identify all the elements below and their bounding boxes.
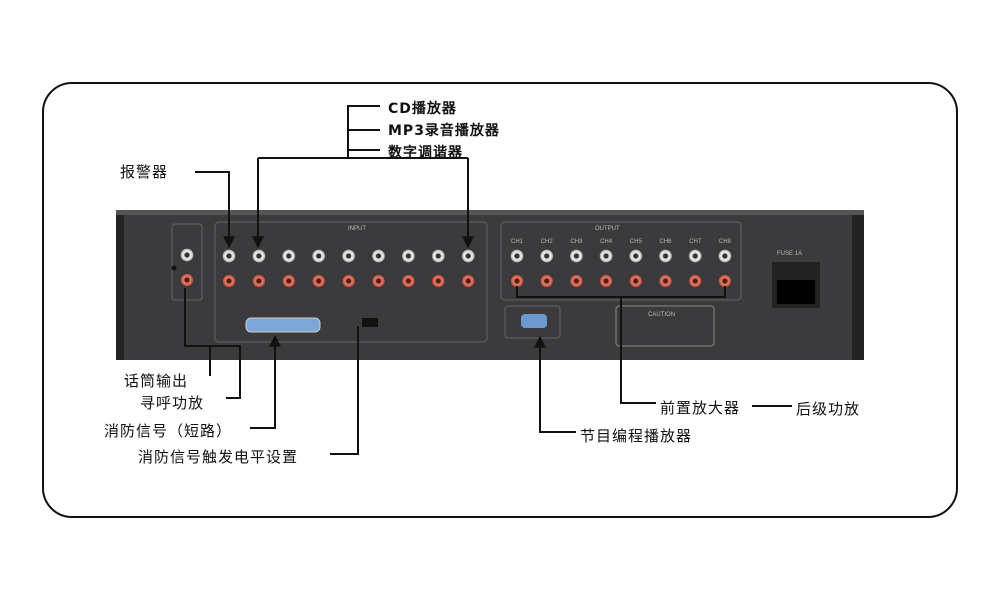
input-jack-right [341, 274, 356, 288]
output-jack-left [510, 249, 524, 263]
output-channel-label: CH1 [511, 239, 524, 245]
input-jack-right [222, 274, 236, 288]
input-jack-right [251, 274, 266, 288]
output-jack-right [628, 274, 643, 288]
input-jack-right [431, 274, 446, 288]
output-channel-label: CH7 [689, 239, 702, 245]
input-jack-left [251, 249, 266, 263]
output-jack-right [569, 274, 584, 288]
input-jack-left [461, 249, 476, 263]
output-jack-right [510, 274, 524, 288]
label-fire-trigger-level: 消防信号触发电平设置 [138, 448, 299, 466]
output-jack-right [599, 274, 614, 288]
label-preamp: 前置放大器 [660, 399, 741, 417]
output-jack-left [539, 249, 554, 263]
input-jack-right [281, 274, 296, 288]
label-mp3-player: MP3录音播放器 [388, 123, 500, 139]
input-jack-right [461, 274, 476, 288]
output-channel-label: CH8 [719, 239, 732, 245]
label-power-amp: 后级功放 [796, 400, 861, 418]
input-jack-left [341, 249, 356, 263]
output-channel-label: CH5 [630, 239, 643, 245]
input-jack-left [222, 249, 236, 263]
output-jack-left [599, 249, 614, 263]
output-channel-label: CH3 [570, 239, 583, 245]
input-label: INPUT [348, 226, 366, 232]
output-jack-left [717, 249, 732, 263]
output-jack-left [658, 249, 673, 263]
input-jack-left [431, 249, 446, 263]
output-label: OUTPUT [595, 226, 620, 232]
callout-lines [184, 105, 792, 455]
output-jack-right [658, 274, 673, 288]
label-cd-player: CD播放器 [388, 101, 457, 117]
label-alarm: 报警器 [120, 163, 169, 181]
output-jack-left [569, 249, 584, 263]
amplifier-rear-panel: INPUT OUTPUT CH1 CH2 CH3 CH4 CH5 CH6 CH7 CH8 CA… [116, 210, 864, 360]
input-jack-right [371, 274, 386, 288]
output-jack-right [688, 274, 703, 288]
label-program-player: 节目编程播放器 [580, 427, 693, 445]
output-channel-label: CH6 [660, 239, 673, 245]
caution-label: CAUTION [648, 312, 675, 318]
input-jack-right [401, 274, 416, 288]
output-jack-right [539, 274, 554, 288]
output-channel-label: CH2 [541, 239, 554, 245]
label-mic-output: 话筒输出 [124, 372, 189, 390]
input-jack-left [401, 249, 416, 263]
input-jack-left [311, 249, 326, 263]
fuse-label: FUSE 1A [777, 251, 802, 257]
label-fire-signal: 消防信号（短路） [104, 422, 233, 440]
input-jack-left [281, 249, 296, 263]
output-channel-label: CH4 [600, 239, 613, 245]
diagram-frame [42, 82, 958, 518]
output-jack-right [717, 274, 732, 288]
label-digital-tuner: 数字调谐器 [388, 145, 463, 161]
input-jack-left [371, 249, 386, 263]
output-jack-left [628, 249, 643, 263]
output-jack-left [688, 249, 703, 263]
input-jack-right [311, 274, 326, 288]
label-paging-amp: 寻呼功放 [140, 394, 205, 412]
